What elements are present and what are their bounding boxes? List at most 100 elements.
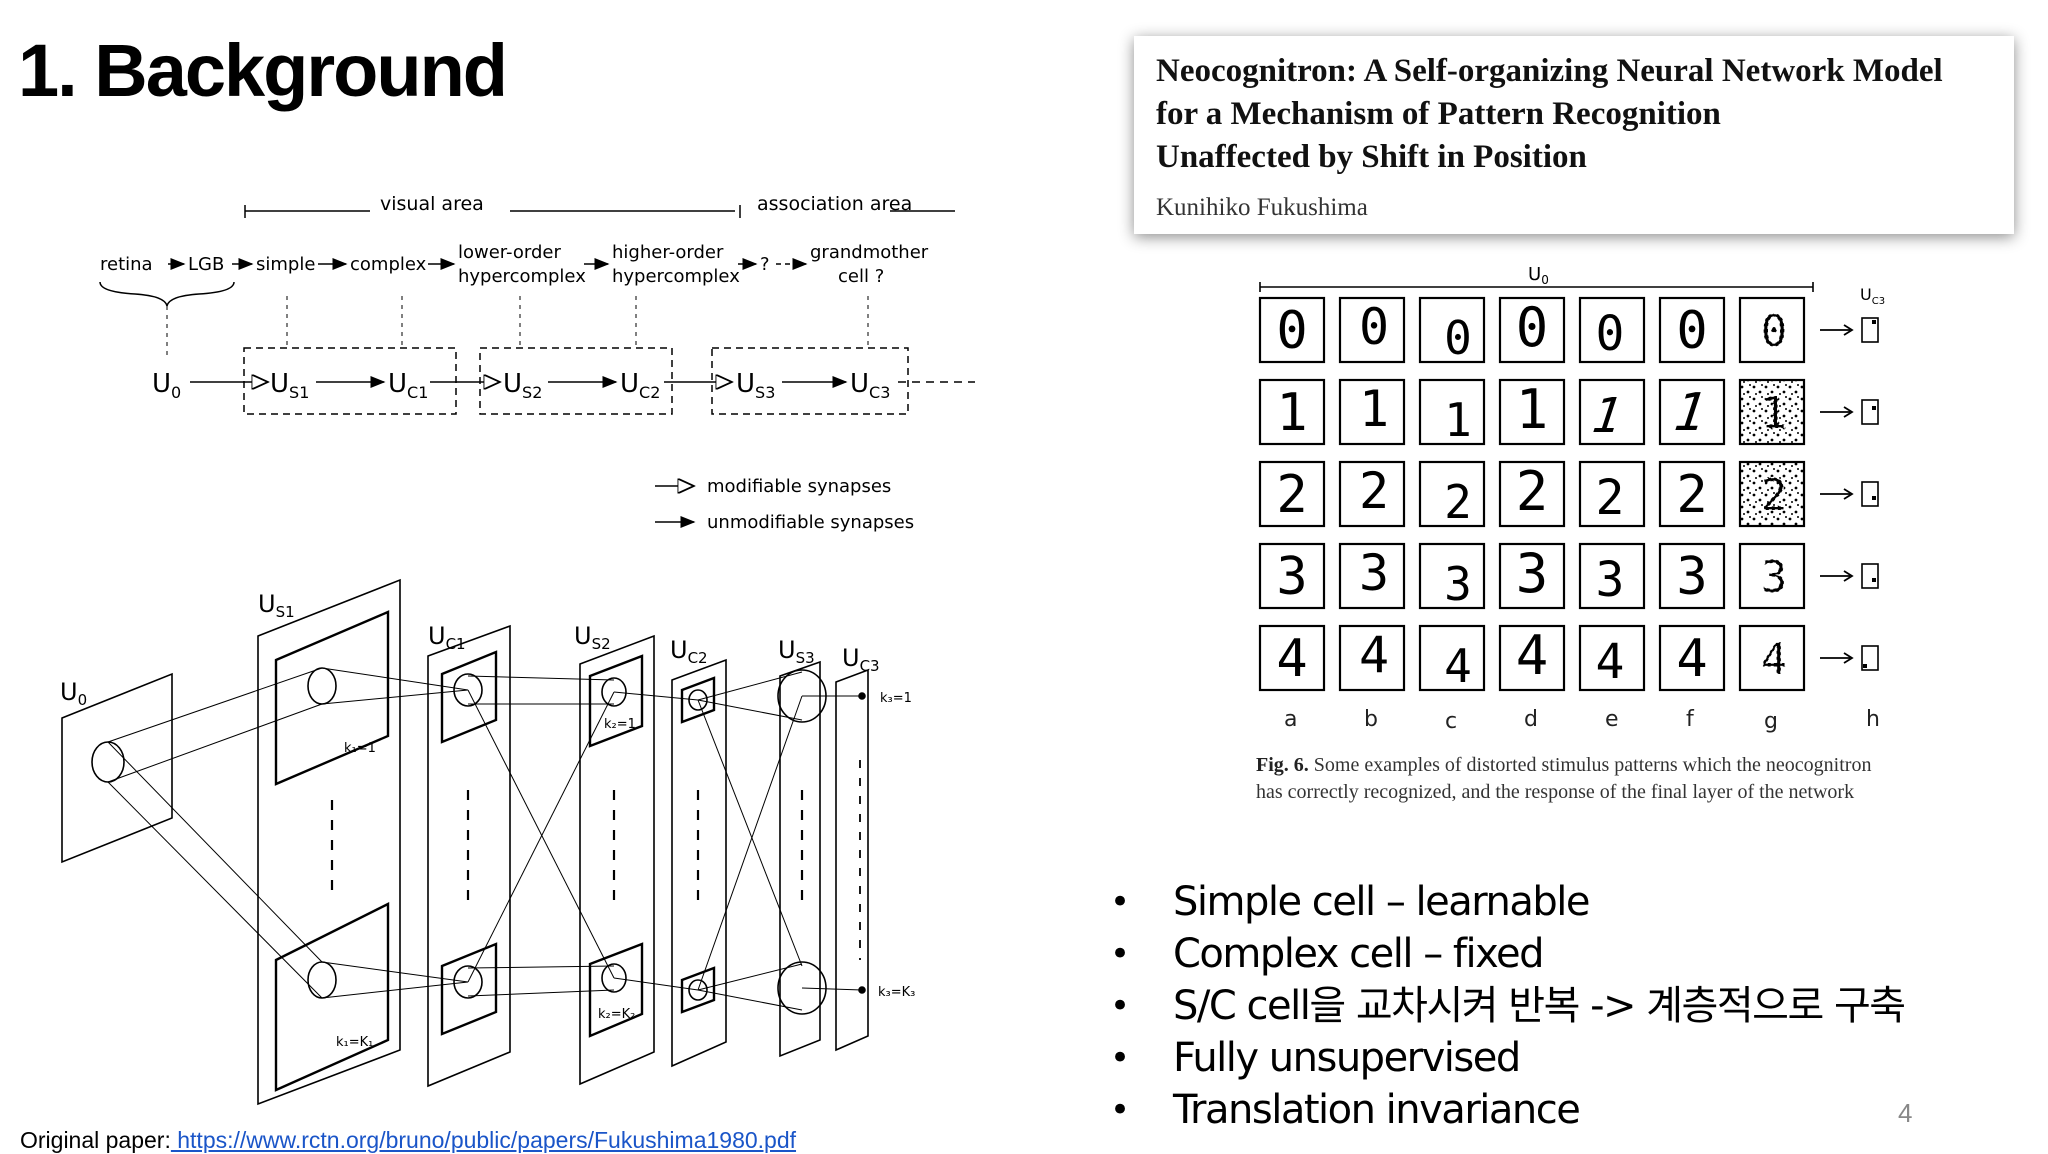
area-label: visual area	[380, 193, 484, 215]
stimulus-digit: 4	[1359, 626, 1389, 684]
plane-label: k₂=K₂	[598, 1007, 635, 1022]
stimulus-cell	[1578, 624, 1646, 692]
stage-label: higher-order	[612, 242, 724, 263]
stimulus-cell	[1418, 296, 1486, 364]
plane-label: k₃=K₃	[878, 985, 915, 1000]
stage-label: cell ?	[838, 266, 884, 287]
stimulus-cell	[1658, 624, 1726, 692]
stimulus-digit: 3	[1359, 544, 1389, 602]
stimulus-digit: 4	[1676, 629, 1707, 689]
stimulus-cell	[1258, 378, 1326, 446]
stimulus-digit: 2	[1596, 470, 1625, 526]
response-cell	[1861, 481, 1879, 507]
stimulus-digit: 3	[1676, 547, 1707, 607]
plane-label: k₁=K₁	[336, 1035, 373, 1050]
stage-label: hypercomplex	[612, 266, 740, 287]
bullet-list: •Simple cell – learnable •Complex cell –…	[1110, 876, 1906, 1136]
response-dot	[1872, 578, 1876, 582]
column-label: d	[1524, 707, 1538, 732]
stimulus-cell	[1498, 624, 1566, 692]
svg-text:US1: US1	[258, 590, 295, 621]
stimulus-digit: 3	[1444, 557, 1472, 611]
stimulus-cell	[1498, 542, 1566, 610]
stimulus-cell	[1578, 296, 1646, 364]
stimulus-cell	[1498, 296, 1566, 364]
stimulus-digit: 0	[1596, 306, 1625, 362]
area-label: association area	[757, 193, 912, 215]
legend-label: unmodifiable synapses	[707, 512, 914, 533]
stimulus-cell	[1658, 378, 1726, 446]
stimulus-cell	[1418, 378, 1486, 446]
column-label: b	[1364, 707, 1378, 732]
stimulus-cell	[1658, 542, 1726, 610]
bullet-item: •S/C cell을 교차시켜 반복 -> 계층적으로 구축	[1110, 983, 1906, 1029]
response-dot	[1872, 320, 1876, 324]
column-label: c	[1445, 709, 1457, 734]
stimulus-cell	[1258, 624, 1326, 692]
stimulus-digit: 4	[1276, 629, 1307, 689]
stage-label: lower-order	[458, 242, 561, 263]
stimulus-digit: 1	[1444, 393, 1472, 447]
stage-label: retina	[100, 254, 153, 275]
paper-author: Kunihiko Fukushima	[1156, 194, 1368, 221]
stimulus-cell	[1418, 624, 1486, 692]
stimulus-cell	[1578, 460, 1646, 528]
svg-text:US3: US3	[736, 369, 775, 402]
stimulus-digit: 0	[1676, 301, 1707, 361]
stage-label: hypercomplex	[458, 266, 586, 287]
svg-text:US3: US3	[778, 636, 815, 667]
stimulus-digit: 0	[1516, 296, 1549, 359]
bullet-item: •Complex cell – fixed	[1110, 931, 1545, 977]
response-dot	[1872, 496, 1876, 500]
stimulus-digit: 1	[1359, 380, 1389, 438]
plane-label: k₁=1	[344, 741, 376, 756]
stimulus-digit: 0	[1276, 301, 1307, 361]
neocognitron-diagram: visual area association area retina LGB …	[60, 193, 975, 1106]
output-arrow-head	[1843, 406, 1854, 418]
output-arrow-head	[1843, 324, 1854, 336]
svg-text:U0: U0	[1528, 264, 1549, 287]
bullet-item: •Translation invariance	[1110, 1087, 1581, 1133]
response-cell	[1861, 399, 1879, 425]
hierarchy-diagram: visual area association area retina LGB …	[99, 193, 975, 533]
column-label: f	[1686, 707, 1695, 732]
source-link[interactable]: https://www.rctn.org/bruno/public/papers…	[170, 1127, 797, 1153]
stimulus-digit: 3	[1596, 552, 1625, 608]
stimulus-digit: 0	[1444, 311, 1472, 365]
stimulus-cell	[1258, 542, 1326, 610]
stimulus-digit: 3	[1276, 547, 1307, 607]
output-arrow-head	[1843, 488, 1854, 500]
stimulus-cell	[1738, 624, 1806, 692]
column-label: g	[1764, 709, 1778, 734]
stimulus-cell	[1338, 378, 1406, 446]
stimulus-digit: 3	[1516, 542, 1549, 605]
stimulus-digit: 3	[1761, 552, 1788, 603]
network-diagram: U0 US1 UC1 US2 UC2 US3 UC3 k₁=1 k₁=K₁ k₂…	[60, 578, 915, 1106]
stimulus-digit: 4	[1596, 634, 1625, 690]
stimulus-digit: 4	[1761, 634, 1788, 685]
paper-title: Neocognitron: A Self-organizing Neural N…	[1156, 53, 1943, 175]
output-arrow-head	[1843, 652, 1854, 664]
stimulus-digit: 1	[1276, 383, 1307, 443]
stimulus-digit: 4	[1516, 624, 1549, 687]
svg-text:UC3: UC3	[842, 644, 880, 675]
stimulus-digit: 2	[1761, 470, 1788, 521]
stimulus-cell	[1338, 624, 1406, 692]
stimulus-cell	[1498, 460, 1566, 528]
stimulus-digit: 4	[1444, 639, 1472, 693]
stimulus-digit: 2	[1516, 460, 1549, 523]
svg-text:UC1: UC1	[388, 369, 428, 402]
stimulus-digit: 2	[1676, 465, 1707, 525]
svg-text:UC1: UC1	[428, 622, 466, 653]
svg-text:U0: U0	[60, 678, 87, 709]
stage-label: simple	[256, 254, 315, 275]
stimulus-cell	[1738, 296, 1806, 364]
response-cell	[1861, 563, 1879, 589]
stimulus-cell	[1338, 460, 1406, 528]
stimulus-digit: 2	[1444, 475, 1472, 529]
stimulus-cell	[1338, 296, 1406, 364]
output-arrow-head	[1843, 570, 1854, 582]
stimulus-cell	[1258, 296, 1326, 364]
svg-text:US2: US2	[503, 369, 542, 402]
